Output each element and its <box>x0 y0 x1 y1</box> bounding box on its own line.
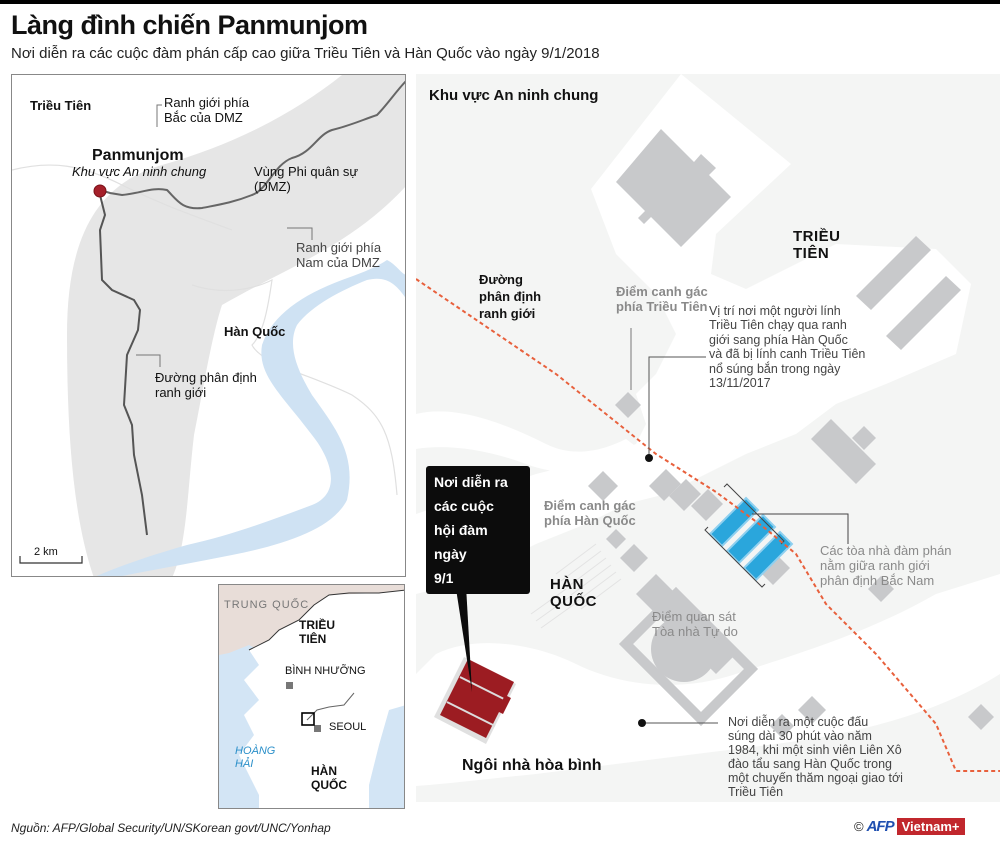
label-locator-south-korea: HÀN QUỐC <box>311 764 347 792</box>
label-defector-note: Vị trí nơi một người lính Triều Tiên chạ… <box>709 304 866 390</box>
label-yellow-sea: HOÀNG HẢI <box>235 745 276 770</box>
label-peace-house: Ngôi nhà hòa bình <box>462 757 602 774</box>
label-north-korea: Triều Tiên <box>30 98 92 113</box>
label-south-dmz-boundary: Ranh giới phía Nam của DMZ <box>296 240 382 270</box>
vietnamplus-logo: Vietnam+ <box>896 817 965 835</box>
top-rule <box>0 0 1000 4</box>
label-dmz: Vùng Phi quân sự (DMZ) <box>254 164 359 194</box>
page-title: Làng đình chiến Panmunjom <box>11 10 368 40</box>
locator-map-graphic <box>219 585 404 808</box>
label-negotiation-buildings: Các tòa nhà đàm phán nằm giữa ranh giới … <box>820 543 952 588</box>
label-mdl: Đường phân định ranh giới <box>155 370 257 400</box>
label-jsa: Khu vực An ninh chung <box>72 164 207 179</box>
afp-logo: AFP <box>866 817 895 835</box>
page-subtitle: Nơi diễn ra các cuộc đàm phán cấp cao gi… <box>11 45 600 62</box>
talks-callout: Nơi diễn ra các cuộc hội đàm ngày 9/1 <box>426 466 530 594</box>
label-nk-guard-post: Điểm canh gác phía Triều Tiên <box>616 284 708 314</box>
label-china: TRUNG QUỐC <box>224 599 310 611</box>
publisher-credit: © AFP Vietnam+ <box>854 816 965 836</box>
jsa-map-title: Khu vực An ninh chung <box>429 87 599 104</box>
scale-label: 2 km <box>34 546 58 558</box>
regional-map: Triều Tiên Ranh giới phía Bắc của DMZ Pa… <box>11 74 406 577</box>
label-panmunjom: Panmunjom <box>92 147 184 164</box>
label-south-korea: Hàn Quốc <box>224 324 286 339</box>
label-seoul: SEOUL <box>329 721 367 733</box>
label-jsa-south-korea: HÀN QUỐC <box>550 576 597 611</box>
copyright-symbol: © <box>854 818 864 834</box>
label-gunfight-note: Nơi diễn ra một cuộc đấu súng dài 30 phú… <box>728 715 903 799</box>
locator-map: TRUNG QUỐC TRIỀU TIÊN BÌNH NHƯỠNG SEOUL … <box>218 584 405 809</box>
label-jsa-mdl: Đường phân định ranh giới <box>479 272 542 321</box>
source-credit: Nguồn: AFP/Global Security/UN/SKorean go… <box>11 821 331 835</box>
label-pyongyang: BÌNH NHƯỠNG <box>285 665 366 677</box>
label-jsa-north-korea: TRIỀU TIÊN <box>793 228 841 263</box>
label-sk-guard-post: Điểm canh gác phía Hàn Quốc <box>544 498 636 528</box>
regional-map-graphic <box>12 75 405 576</box>
label-freedom-house: Điểm quan sát Tòa nhà Tự do <box>652 609 738 639</box>
label-locator-north-korea: TRIỀU TIÊN <box>299 618 335 646</box>
label-north-dmz-boundary: Ranh giới phía Bắc của DMZ <box>164 95 250 125</box>
jsa-map: Khu vực An ninh chung TRIỀU TIÊN Đường p… <box>416 74 1000 802</box>
jsa-map-graphic <box>416 74 1000 786</box>
